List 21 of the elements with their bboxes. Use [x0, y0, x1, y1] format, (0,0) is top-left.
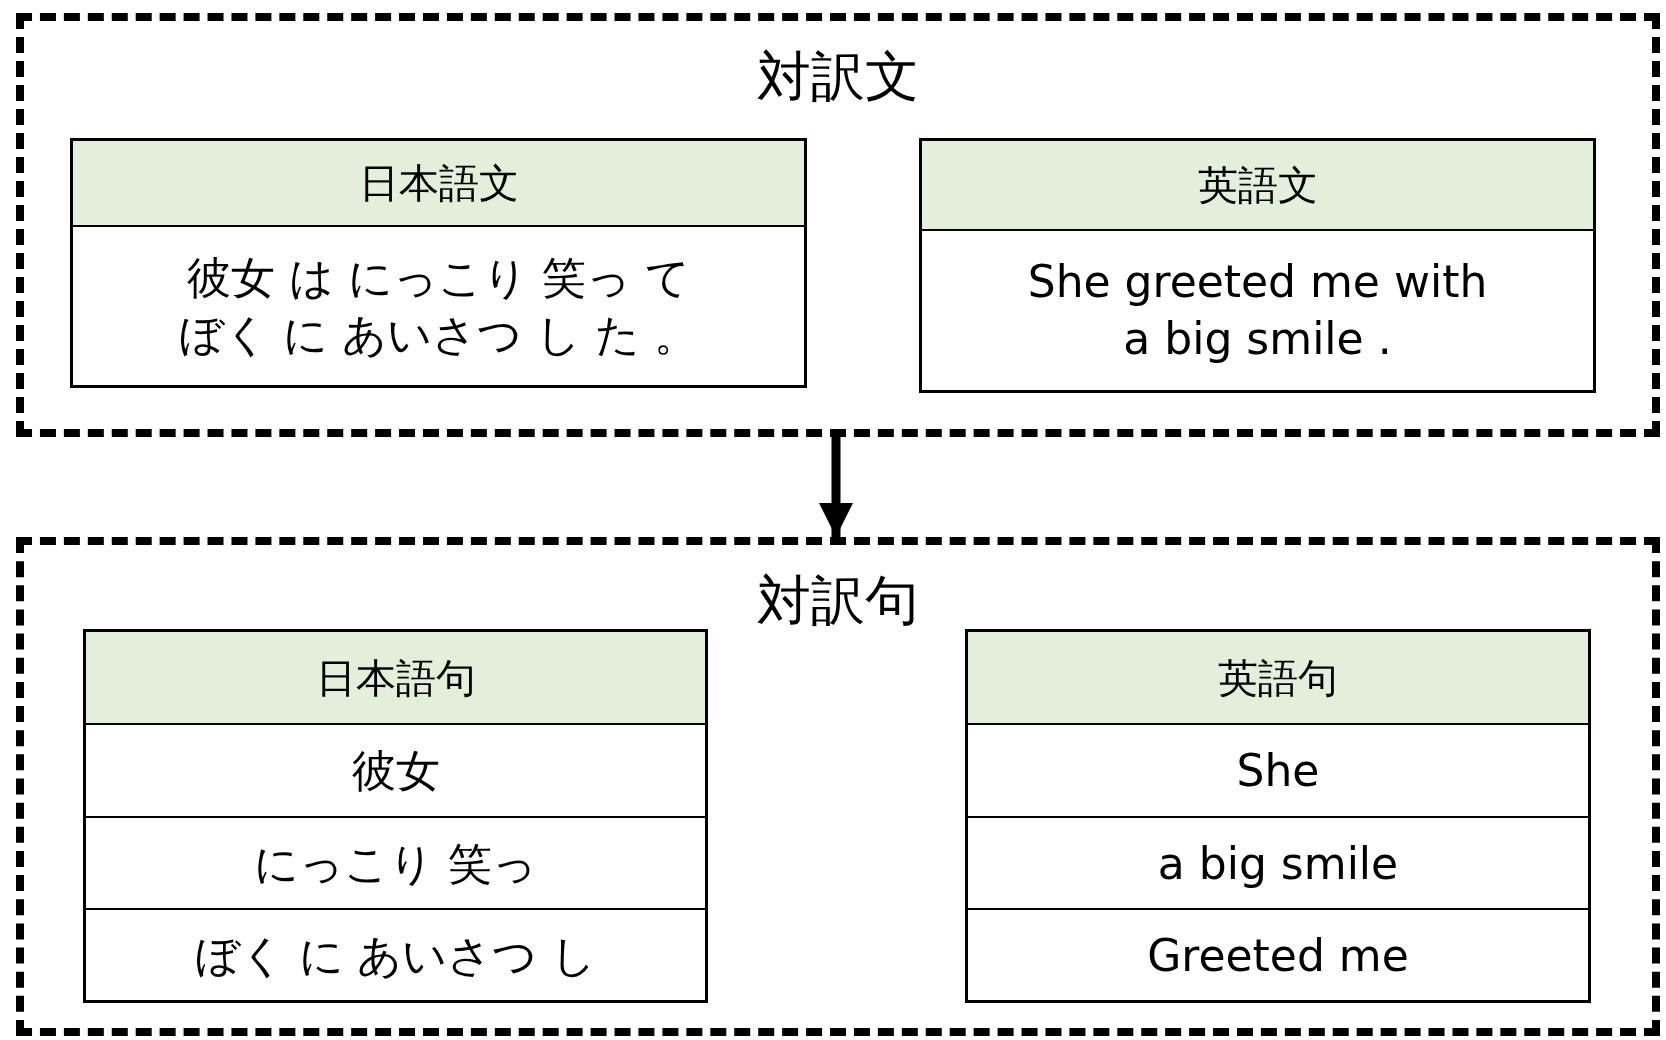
- arrow: [819, 437, 853, 537]
- header-cell: 英語句: [968, 632, 1588, 724]
- table-cell: にっこり 笑っ: [86, 816, 705, 909]
- table-cell: 彼女: [86, 723, 705, 816]
- table: [83, 629, 708, 1003]
- table-cell: Greeted me: [968, 908, 1588, 1000]
- dashed-group-box: [16, 537, 1660, 1036]
- table: [70, 138, 807, 388]
- table-cell: 彼女 は にっこり 笑っ てぼく に あいさつ し た 。: [73, 224, 804, 385]
- dashed-group-box: [16, 13, 1660, 437]
- header-cell: 日本語文: [73, 141, 804, 225]
- table: [919, 138, 1596, 393]
- table-cell: She: [968, 723, 1588, 816]
- header-cell: 英語文: [922, 141, 1593, 229]
- table-cell: ぼく に あいさつ し: [86, 908, 705, 1000]
- table: [965, 629, 1591, 1003]
- section-title: 対訳文: [756, 44, 920, 110]
- header-cell: 日本語句: [86, 632, 705, 724]
- table-cell: a big smile: [968, 816, 1588, 909]
- table-cell: She greeted me with a big smile .: [922, 228, 1593, 390]
- section-title: 対訳句: [756, 568, 920, 634]
